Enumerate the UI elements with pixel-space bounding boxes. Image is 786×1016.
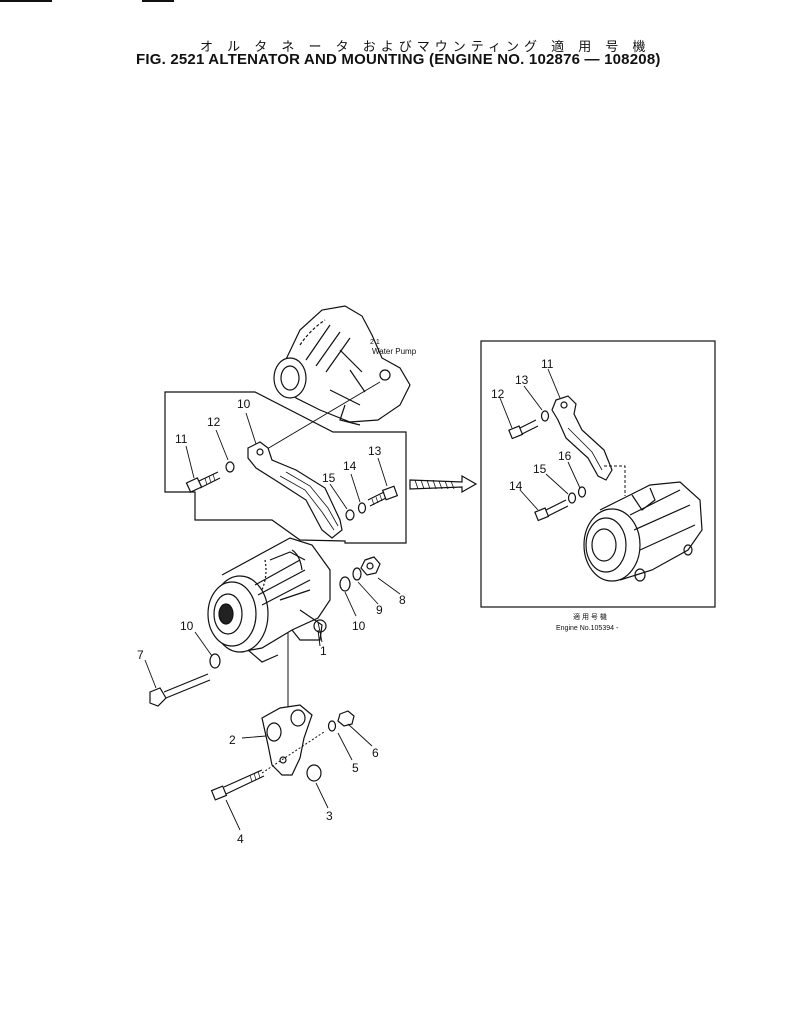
nut-6	[337, 710, 355, 727]
inset-bolt-12	[508, 419, 539, 440]
inset-caption-jp: 適 用 号 機	[573, 612, 607, 621]
title-japanese: オ ル タ ネ ー タ およびマウンティング 適 用 号 機	[200, 40, 651, 55]
callout-11: 10	[237, 397, 251, 411]
washer-15	[357, 502, 367, 514]
callout-5: 5	[352, 761, 359, 775]
callout-13: 12	[207, 415, 221, 429]
callout-14: 13	[368, 444, 382, 458]
spacer-3	[306, 764, 322, 782]
inset-washer-16	[577, 486, 587, 498]
inset-callout-14: 14	[509, 479, 523, 493]
callout-10-right: 10	[352, 619, 366, 633]
inset-alternator-drawing	[583, 481, 703, 582]
washer-10-right	[339, 576, 351, 592]
callout-7: 7	[137, 648, 144, 662]
callout-10-left: 10	[180, 619, 194, 633]
bolt-4	[210, 769, 265, 801]
bracket-frame-outline	[164, 391, 407, 544]
lower-bracket-2	[261, 704, 313, 776]
alternator-main-drawing	[207, 537, 331, 663]
washer-5	[327, 720, 337, 732]
arrow-to-inset	[409, 474, 478, 494]
bolt-14	[367, 485, 399, 507]
callout-16: 15	[322, 471, 336, 485]
bolt-12	[185, 471, 221, 493]
washer-16	[345, 509, 355, 521]
bolt-7	[149, 673, 211, 707]
inset-callout-12: 12	[491, 387, 505, 401]
callout-8: 8	[399, 593, 406, 607]
callout-15: 14	[343, 459, 357, 473]
bracket-strap-11	[247, 441, 343, 539]
washer-10-left	[209, 653, 221, 669]
washer-13	[225, 461, 235, 473]
callout-1: 1	[320, 644, 327, 658]
inset-bracket-11	[551, 395, 613, 481]
nut-8	[360, 556, 381, 576]
water-pump-label: Water Pump	[372, 347, 417, 356]
callout-4: 4	[237, 832, 244, 846]
inset-callout-15: 15	[533, 462, 547, 476]
top-rule-left	[0, 0, 52, 2]
inset-callout-13: 13	[515, 373, 529, 387]
callout-6: 6	[372, 746, 379, 760]
callout-12: 11	[175, 432, 188, 446]
inset-bolt-14	[534, 499, 569, 522]
inset-callout-11: 11	[541, 357, 554, 371]
inset-washer-15	[567, 492, 577, 504]
callout-3: 3	[326, 809, 333, 823]
inset-washer-13	[540, 410, 550, 422]
water-pump-drawing	[273, 305, 411, 426]
washer-9	[352, 567, 362, 581]
inset-caption-en: Engine No.105394 -	[556, 625, 619, 632]
pump-leader-line	[261, 381, 381, 453]
callout-2: 2	[229, 733, 236, 747]
callout-9: 9	[376, 603, 383, 617]
top-rule-right	[142, 0, 174, 2]
title-english: FIG. 2521 ALTENATOR AND MOUNTING (ENGINE…	[136, 51, 661, 68]
inset-frame	[480, 340, 716, 608]
inset-callout-16: 16	[558, 449, 572, 463]
water-pump-ref: 2 1	[370, 339, 380, 346]
